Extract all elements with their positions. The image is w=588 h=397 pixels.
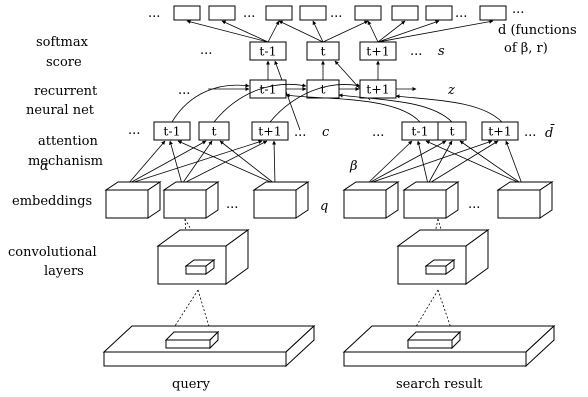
conv-label-2: layers [44, 264, 84, 279]
embeddings-to-attention-arrows-right [366, 140, 523, 185]
attention-label-1: attention [38, 134, 98, 149]
d-output-box [208, 5, 236, 21]
top-ellipsis-1: ... [148, 6, 160, 21]
attn-r-box-next-label: t+1 [488, 124, 511, 139]
symbol-alpha: α [40, 159, 49, 174]
d-output-box [173, 5, 201, 21]
embeddings-to-attention-arrows-left [127, 140, 277, 185]
softmax-box-prev-label: t-1 [259, 44, 276, 59]
softmax-to-output-arrows [186, 19, 494, 43]
query-embedding-block [104, 181, 162, 219]
d-output-box [299, 5, 327, 21]
d-output-box [391, 5, 419, 21]
symbol-q: q [320, 199, 328, 214]
attn-r-box-cur [437, 121, 467, 141]
d-label-2: of β, r) [504, 41, 548, 56]
attention-to-rnn-arrows [171, 83, 503, 123]
query-caption: query [172, 377, 211, 392]
attn-r-box-cur-label: t [449, 124, 454, 139]
d-label-1: d (functions [498, 23, 577, 38]
attn-q-box-cur-label: t [211, 124, 216, 139]
d-output-box [265, 5, 293, 21]
query-embedding-block [162, 181, 220, 219]
result-conv-lower [342, 289, 556, 368]
attention-ellipsis-mid: ... [294, 125, 306, 140]
d-output-box [425, 5, 453, 21]
query-embedding-block [252, 181, 310, 219]
softmax-ellipsis-right: ... [410, 44, 422, 59]
query-conv-lower [102, 289, 316, 368]
softmax-label-1: softmax [36, 35, 89, 50]
softmax-box-cur-label: t [320, 44, 325, 59]
rnn-ellipsis-left: ... [178, 83, 190, 98]
rnn-box-prev-label: t-1 [259, 82, 276, 97]
attn-q-box-next-label: t+1 [258, 124, 281, 139]
rnn-box-cur-label: t [320, 82, 325, 97]
symbol-dbar: d̄ [545, 124, 555, 141]
query-conv-upper [156, 218, 250, 285]
attn-q-box-prev-label: t-1 [163, 124, 180, 139]
embedding-ellipsis-right: ... [468, 197, 480, 212]
rnn-label-2: neural net [26, 103, 95, 118]
softmax-label-2: score [46, 55, 82, 70]
top-ellipsis-5: ... [512, 2, 524, 17]
rnn-to-softmax-arrows [266, 60, 380, 131]
rnn-box-next-label: t+1 [366, 82, 389, 97]
result-conv-upper [396, 218, 490, 285]
attn-r-box-prev-label: t-1 [411, 124, 428, 139]
attention-label-2: mechanism [28, 154, 103, 169]
result-embedding-block [342, 181, 400, 219]
d-output-box [354, 5, 382, 21]
result-embedding-block [496, 181, 554, 219]
symbol-z: z [447, 83, 455, 98]
softmax-box-next [359, 41, 397, 61]
attn-r-box-next [481, 121, 519, 141]
attention-ellipsis-far-right: ... [524, 125, 536, 140]
search-result-caption: search result [396, 377, 483, 392]
top-ellipsis-3: ... [330, 6, 342, 21]
symbol-c: c [322, 125, 330, 140]
softmax-box-next-label: t+1 [366, 44, 389, 59]
top-ellipsis-2: ... [243, 6, 255, 21]
top-ellipsis-4: ... [455, 6, 467, 21]
rnn-label-1: recurrent [34, 84, 98, 99]
attn-q-box-prev [153, 121, 191, 141]
d-output-box [479, 5, 507, 21]
symbol-s: s [438, 44, 445, 59]
softmax-box-cur [306, 41, 340, 61]
attn-q-box-next [251, 121, 289, 141]
embedding-ellipsis-left: ... [226, 197, 238, 212]
conv-label-1: convolutional [8, 245, 97, 260]
attn-q-box-cur [198, 121, 230, 141]
softmax-ellipsis-left: ... [200, 43, 212, 58]
attention-ellipsis-right: ... [372, 125, 384, 140]
result-embedding-block [402, 181, 460, 219]
embeddings-label: embeddings [12, 194, 92, 209]
softmax-box-prev [249, 41, 287, 61]
symbol-beta: β [349, 159, 358, 174]
attention-ellipsis-left: ... [128, 123, 140, 138]
